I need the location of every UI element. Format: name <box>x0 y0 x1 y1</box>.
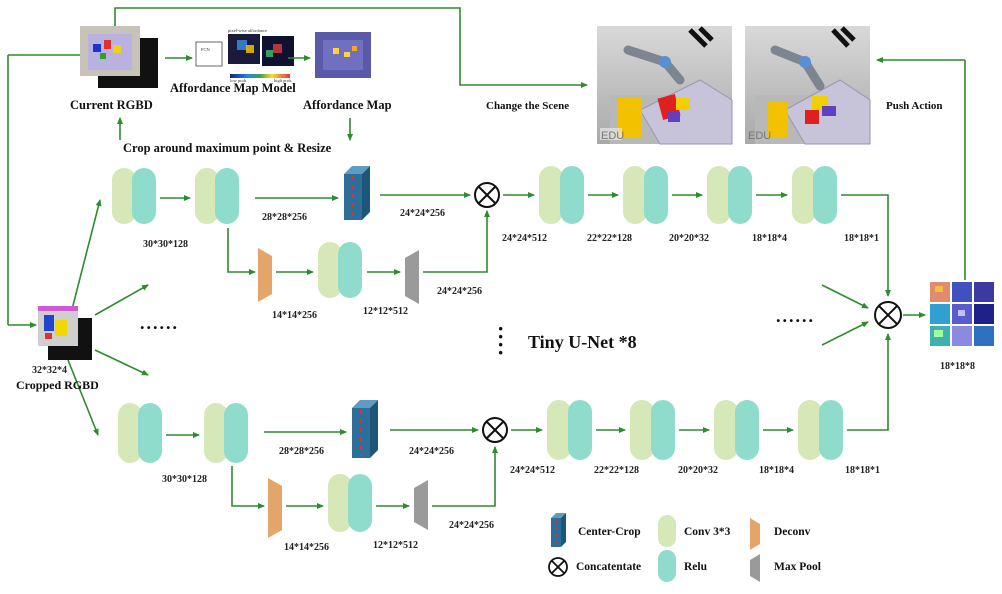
affordance-map-image <box>315 32 371 78</box>
current-rgbd-label: Current RGBD <box>70 98 153 112</box>
net2-crop-size: 24*24*256 <box>409 446 454 457</box>
net2-poolout-size: 24*24*256 <box>449 520 494 531</box>
net2-concat-size: 24*24*512 <box>510 465 555 476</box>
net1-poolout-size: 24*24*256 <box>437 286 482 297</box>
net1-crop-size: 24*24*256 <box>400 208 445 219</box>
net2-blocks <box>118 400 843 538</box>
net1-deconv-size: 14*14*256 <box>272 310 317 321</box>
legend-relu: Relu <box>684 561 707 573</box>
legend-deconv: Deconv <box>774 526 811 538</box>
net1-pool-size: 12*12*512 <box>363 306 408 317</box>
change-scene-label: Change the Scene <box>486 100 570 112</box>
net2-deconv-size: 14*14*256 <box>284 542 329 553</box>
net1-enc1-size: 30*30*128 <box>143 239 188 250</box>
net2-pool-size: 12*12*512 <box>373 540 418 551</box>
crop-resize-label: Crop around maximum point & Resize <box>123 141 332 155</box>
high-prob-label: high prob. <box>274 78 293 83</box>
input-label: Cropped RGBD <box>16 378 99 392</box>
net2-d1-size: 22*22*128 <box>594 465 639 476</box>
net2-d3-size: 18*18*4 <box>759 465 794 476</box>
net2-d2-size: 20*20*32 <box>678 465 718 476</box>
final-concat <box>874 301 902 329</box>
net1-d1-size: 22*22*128 <box>587 233 632 244</box>
net2-skip-size: 28*28*256 <box>279 446 324 457</box>
affordance-map-label: Affordance Map <box>303 98 392 112</box>
legend-conv: Conv 3*3 <box>684 526 731 538</box>
current-rgbd-image <box>80 26 158 88</box>
scene-image-2: EDU <box>745 26 871 145</box>
pixel-wise-label: pixel-wise affordance <box>228 28 268 33</box>
ellipsis-right: ...... <box>776 306 815 326</box>
legend-center-crop: Center-Crop <box>578 526 641 538</box>
vertical-ellipsis: ···· <box>497 316 505 365</box>
input-size-label: 32*32*4 <box>32 365 67 376</box>
net1-blocks <box>112 166 837 304</box>
affordance-model-icon <box>195 34 294 78</box>
net1-concat-size: 24*24*512 <box>502 233 547 244</box>
ellipsis-left: ...... <box>140 313 179 333</box>
svg-text:EDU: EDU <box>601 130 624 142</box>
net1-d4-size: 18*18*1 <box>844 233 879 244</box>
net2-enc1-size: 30*30*128 <box>162 474 207 485</box>
tiny-unet-label: Tiny U-Net *8 <box>528 332 637 352</box>
low-prob-label: low prob. <box>230 78 248 83</box>
affordance-map-model-label: Affordance Map Model <box>170 81 296 95</box>
push-action-label: Push Action <box>886 100 943 112</box>
fcn-label: FCN <box>201 47 210 52</box>
net1-d3-size: 18*18*4 <box>752 233 787 244</box>
legend-concat: Concatentate <box>576 561 642 573</box>
cropped-rgbd-image <box>38 306 92 360</box>
net1-d2-size: 20*20*32 <box>669 233 709 244</box>
legend-icons <box>548 513 760 582</box>
output-size-label: 18*18*8 <box>940 361 975 372</box>
scene-image-1: EDU <box>597 26 733 145</box>
svg-text:EDU: EDU <box>748 130 771 142</box>
legend-maxpool: Max Pool <box>774 561 821 573</box>
output-maps <box>930 282 994 346</box>
net1-skip-size: 28*28*256 <box>262 212 307 223</box>
net2-d4-size: 18*18*1 <box>845 465 880 476</box>
